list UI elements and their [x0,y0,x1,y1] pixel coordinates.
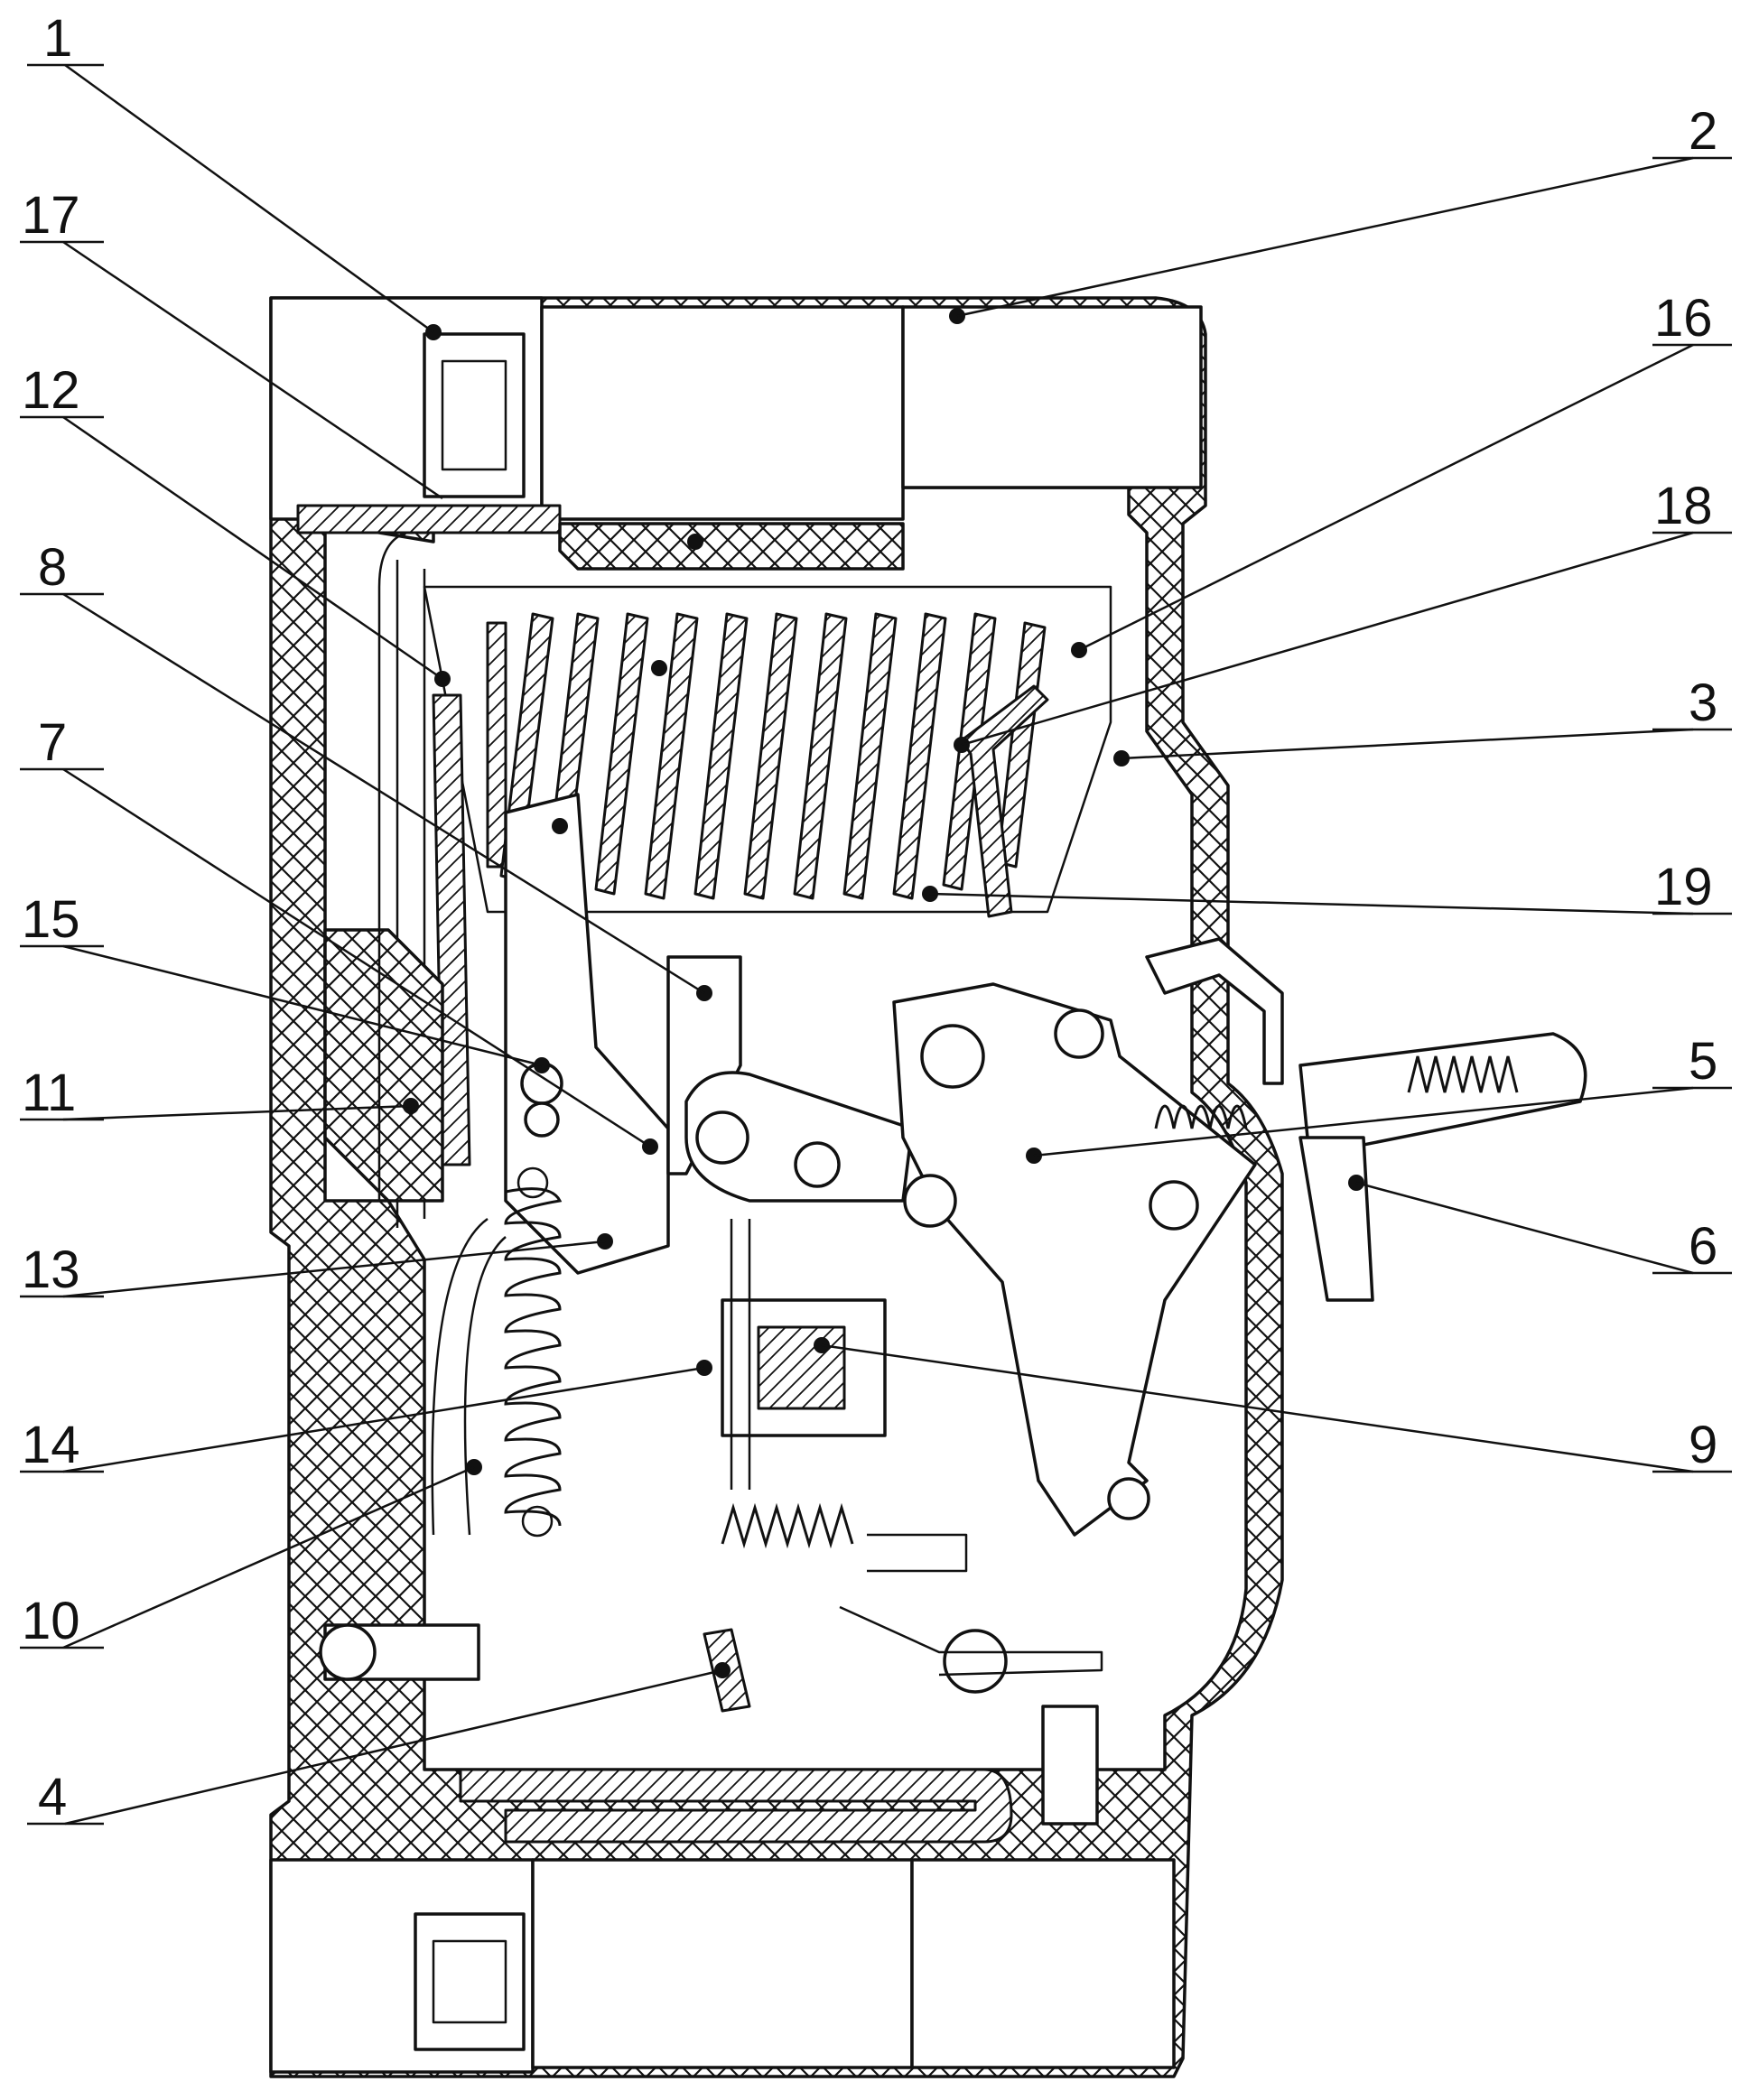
leader-lines [20,63,1732,1826]
callout-15: 15 [22,890,80,949]
callout-labels: 1 17 12 8 7 15 11 13 14 10 4 2 16 18 3 1… [22,9,1717,1826]
callout-3: 3 [1689,674,1717,732]
callout-19: 19 [1654,858,1713,916]
side-insulator-11 [323,928,444,1203]
callout-7: 7 [38,713,67,772]
callout-17: 17 [22,186,80,245]
arc-chute [423,585,1112,914]
magnetic-trip [721,1219,887,1490]
callout-18: 18 [1654,477,1713,535]
callout-12: 12 [22,361,80,420]
callout-14: 14 [22,1416,80,1474]
bottom-terminal-screw [414,1912,526,2051]
trip-latch [839,1605,1103,1677]
arc-runner [960,684,1049,918]
callout-5: 5 [1689,1032,1717,1091]
trip-spring [721,1502,854,1549]
operating-lever [892,982,1257,1537]
callout-9: 9 [1689,1416,1717,1474]
spring-hook-top [517,1166,549,1199]
callout-2: 2 [1689,102,1717,161]
mechanism [504,793,1587,1537]
handle-stem [1298,1136,1374,1302]
bottom-terminal-box [531,1858,914,2069]
callout-8: 8 [38,538,67,597]
callout-6: 6 [1689,1217,1717,1276]
housing [269,296,1284,2078]
cover-part-1 [558,522,905,571]
adjustment-screw [1041,1705,1099,1826]
trip-rod [867,1533,968,1573]
callout-4: 4 [38,1768,67,1826]
toggle-link [684,1071,914,1203]
callout-10: 10 [22,1592,80,1650]
bottom-right-cavity [910,1858,1176,2069]
left-conductor-path [377,531,407,1201]
callout-1: 1 [43,9,72,68]
callout-11: 11 [22,1064,76,1122]
top-right-cavity [901,305,1203,489]
handle [1298,1032,1587,1157]
trip-latch-pivot [943,1629,1008,1694]
handle-spring [1407,1055,1519,1093]
arc-chute-plates [486,612,1047,900]
lever-bracket [1145,937,1284,1085]
bottom-conductor [431,1217,507,1536]
main-tension-spring [504,1187,563,1527]
top-terminal-screw [296,332,562,534]
spring-hook-bottom [521,1505,554,1538]
moving-contact-arm [504,793,670,1275]
lever-spring [1154,1104,1248,1129]
callout-16: 16 [1654,289,1713,348]
bottom-busbar [459,1768,1013,1844]
callout-13: 13 [22,1240,80,1299]
top-terminal-box [540,305,905,521]
